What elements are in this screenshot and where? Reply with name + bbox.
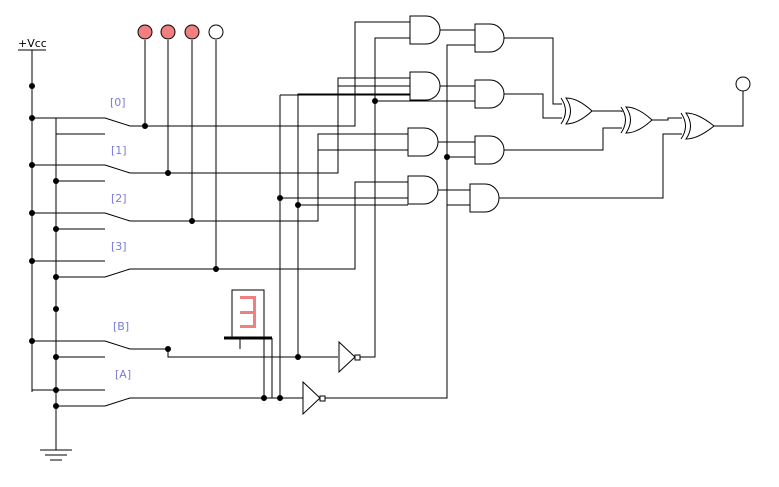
and-gate-8 [469,133,682,213]
junctions [29,83,450,409]
xor-gate-3 [680,91,744,140]
switch-b[interactable] [32,340,168,358]
and-gate-1 [409,15,475,45]
switch-label-b: [B] [113,320,129,333]
ground [40,118,72,461]
and-gate-7 [474,127,622,165]
input-led-3 [208,24,224,269]
segment-b [253,296,256,312]
switch-label-1: [1] [111,144,127,157]
and-gate-4 [407,175,470,205]
output-led [735,76,751,92]
and-gate-2 [409,71,475,101]
switch-a[interactable] [32,389,264,407]
switch-label-a: [A] [115,368,131,381]
switch-2[interactable] [32,212,192,230]
input-led-1 [160,24,176,173]
switch-3[interactable] [32,260,216,278]
display-digit [240,296,256,328]
vcc-supply: +Vcc [18,37,47,392]
input-led-2 [184,24,200,221]
vcc-label: +Vcc [18,37,47,50]
xor-gate-2 [620,106,682,134]
and-gate-5 [474,23,562,105]
switch-0[interactable] [32,117,145,135]
and-gate-3 [407,127,475,157]
segment-d [240,325,256,328]
seven-segment-display [224,289,273,398]
switch-1[interactable] [32,164,168,182]
switch-label-2: [2] [111,192,127,205]
xor-gate-1 [560,97,623,125]
not-gate-b [338,340,361,374]
and-gate-6 [474,79,562,119]
segment-a [240,296,256,299]
not-gate-a [302,380,326,416]
switch-label-3: [3] [111,240,127,253]
input-led-0 [137,24,153,126]
segment-c [253,312,256,328]
segment-g [240,311,256,314]
switch-label-0: [0] [110,96,126,109]
